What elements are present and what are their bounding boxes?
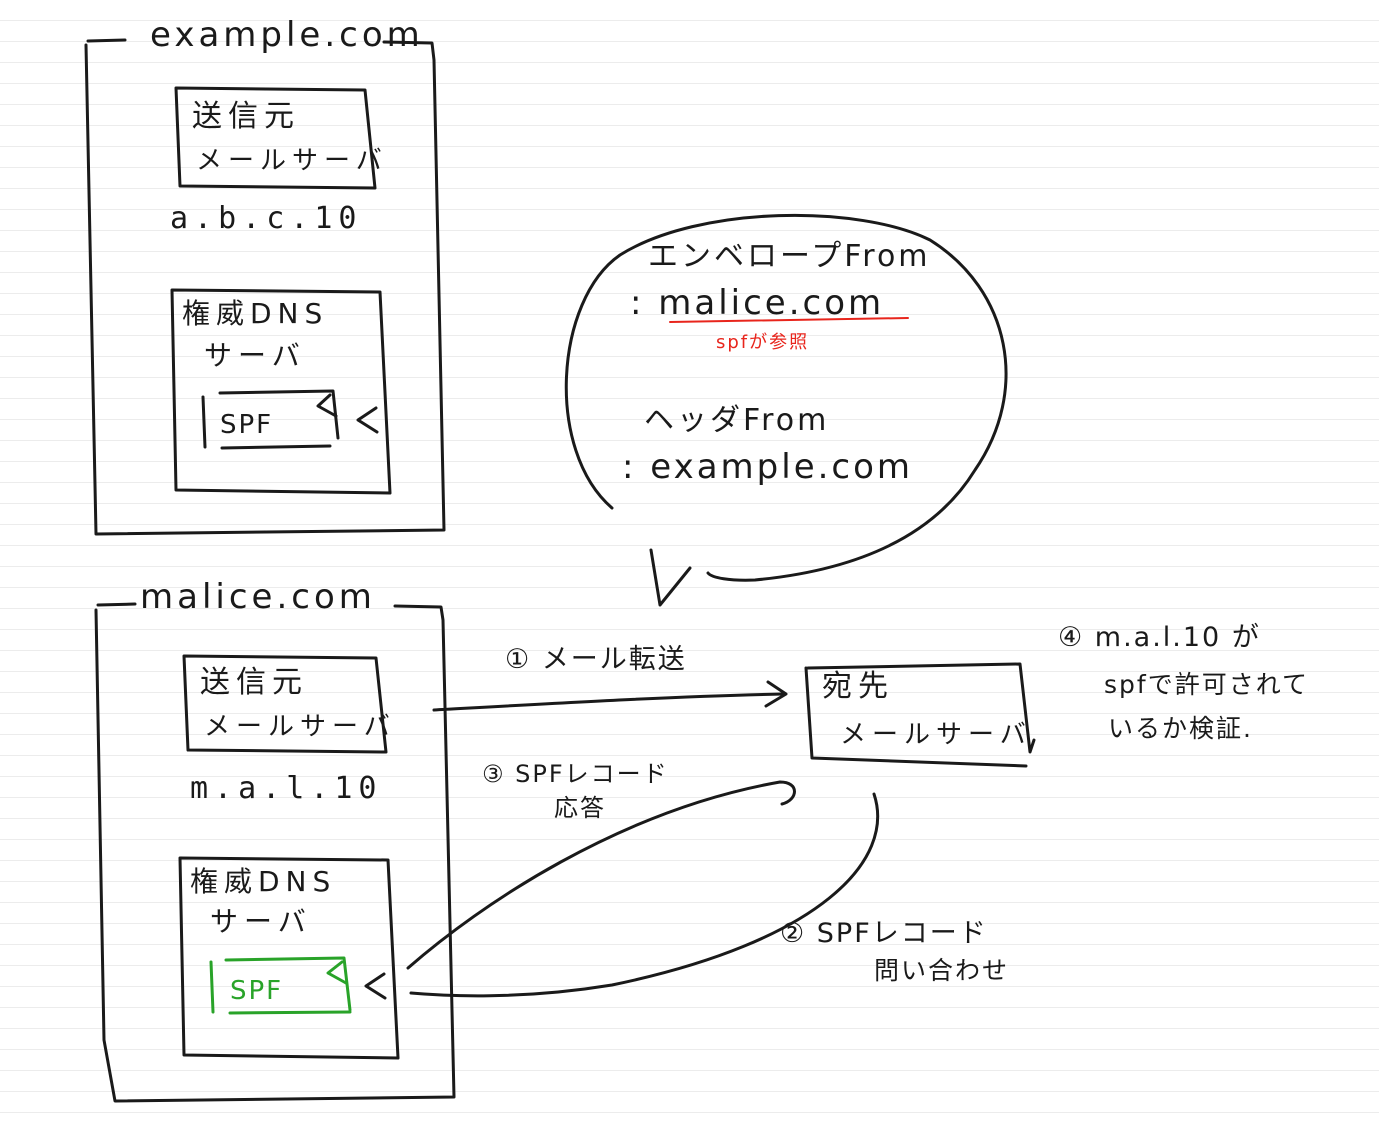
speech-bubble	[564, 213, 1008, 607]
envelope-from-underline	[669, 317, 909, 323]
step4-line3: いるか検証.	[1108, 714, 1253, 743]
example-dns-line2: サーバ	[204, 339, 306, 372]
header-from-label: ヘッダFrom	[644, 403, 830, 438]
malice-sender-line1: 送信元	[200, 665, 308, 700]
arrow-mail-transfer	[432, 680, 788, 712]
header-from-value: : example.com	[622, 447, 914, 487]
malice-domain-label: malice.com	[140, 577, 376, 617]
step2-line2: 問い合わせ	[874, 956, 1010, 985]
step4-line2: spfで許可されて	[1104, 670, 1309, 699]
example-dns-server-box	[170, 288, 392, 495]
arrow-spf-query	[409, 792, 880, 998]
malice-sender-ip: m.a.l.10	[190, 771, 383, 806]
example-spf-record	[201, 389, 379, 450]
malice-spf-label: SPF	[230, 976, 284, 1006]
step2-line1: ② SPFレコード	[780, 918, 988, 949]
malice-spf-pointer	[364, 972, 387, 1000]
envelope-from-label: エンベロープFrom	[648, 239, 931, 274]
step3-line2: 応答	[554, 794, 606, 822]
example-sender-ip: a.b.c.10	[170, 201, 363, 236]
malice-dns-server-box	[178, 856, 400, 1060]
envelope-from-value: : malice.com	[630, 283, 885, 323]
malice-dns-line2: サーバ	[210, 905, 312, 938]
envelope-from-note: spfが参照	[716, 332, 810, 353]
example-spf-label: SPF	[220, 410, 274, 440]
malice-dns-line1: 権威DNS	[190, 865, 337, 898]
example-sender-line2: メールサーバ	[196, 146, 388, 176]
step4-line1: ④ m.a.l.10 が	[1058, 622, 1261, 653]
example-domain-label: example.com	[150, 15, 424, 55]
malice-sender-line2: メールサーバ	[204, 712, 396, 742]
step3-line1: ③ SPFレコード	[482, 760, 669, 788]
example-domain-box	[84, 38, 446, 536]
example-sender-line1: 送信元	[192, 99, 300, 134]
malice-spf-record	[209, 956, 352, 1015]
dest-line1: 宛先	[822, 669, 894, 704]
malice-domain-box	[94, 602, 456, 1103]
step1-mail-transfer: ① メール転送	[505, 644, 687, 675]
dest-line2: メールサーバ	[840, 720, 1032, 750]
example-sender-server-box	[174, 86, 377, 190]
dest-server-box	[804, 662, 1036, 768]
example-dns-line1: 権威DNS	[182, 297, 329, 330]
arrow-spf-response	[406, 780, 796, 970]
malice-sender-server-box	[182, 654, 388, 754]
